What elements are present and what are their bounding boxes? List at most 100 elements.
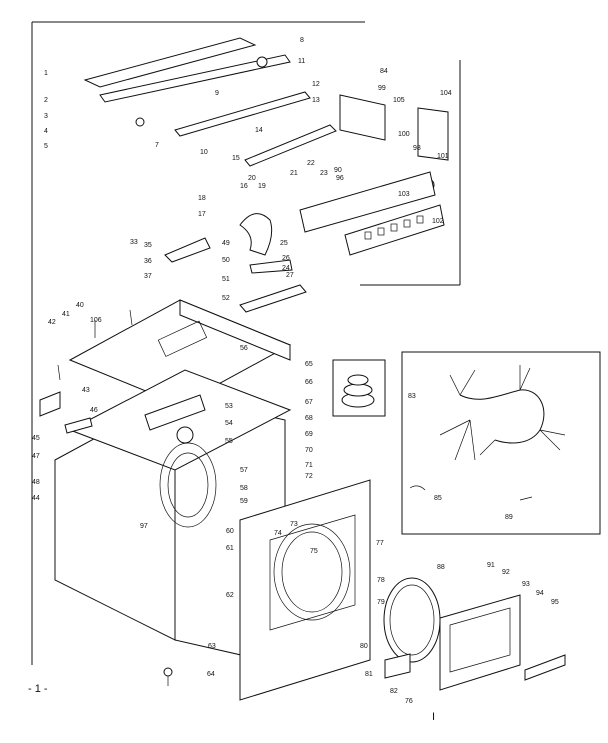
callout-71: 71	[305, 462, 313, 469]
callout-36: 36	[144, 258, 152, 265]
callout-72: 72	[305, 473, 313, 480]
callout-8: 8	[300, 37, 304, 44]
callout-60: 60	[226, 528, 234, 535]
callout-61: 61	[226, 545, 234, 552]
callout-3: 3	[44, 113, 48, 120]
callout-70: 70	[305, 447, 313, 454]
callout-57: 57	[240, 467, 248, 474]
callout-101: 101	[437, 153, 449, 160]
callout-69: 69	[305, 431, 313, 438]
callout-77: 77	[376, 540, 384, 547]
callout-47: 47	[32, 453, 40, 460]
callout-73: 73	[290, 521, 298, 528]
callout-50: 50	[222, 257, 230, 264]
callout-5: 5	[44, 143, 48, 150]
callout-52: 52	[222, 295, 230, 302]
callout-19: 19	[258, 183, 266, 190]
frame	[31, 21, 461, 665]
callout-81: 81	[365, 671, 373, 678]
callout-22: 22	[307, 160, 315, 167]
callout-64: 64	[207, 671, 215, 678]
callout-95: 95	[551, 599, 559, 606]
callout-84: 84	[380, 68, 388, 75]
callout-23: 23	[320, 170, 328, 177]
callout-44: 44	[32, 495, 40, 502]
callout-33: 33	[130, 239, 138, 246]
callout-43: 43	[82, 387, 90, 394]
callout-40: 40	[76, 302, 84, 309]
wiring-harness-inset	[401, 351, 601, 535]
callout-24: 24	[282, 265, 290, 272]
callout-17: 17	[198, 211, 206, 218]
callout-82: 82	[390, 688, 398, 695]
callout-97: 97	[140, 523, 148, 530]
callout-80: 80	[360, 643, 368, 650]
callout-75: 75	[310, 548, 318, 555]
callout-55: 55	[225, 438, 233, 445]
callout-1: 1	[44, 70, 48, 77]
callout-79: 79	[377, 599, 385, 606]
callout-78: 78	[377, 577, 385, 584]
callout-10: 10	[200, 149, 208, 156]
callout-66: 66	[305, 379, 313, 386]
left-small-parts	[39, 309, 173, 686]
callout-16: 16	[240, 183, 248, 190]
callout-88: 88	[437, 564, 445, 571]
door-assembly	[383, 577, 566, 691]
front-panel	[239, 479, 371, 701]
callout-104: 104	[440, 90, 452, 97]
callout-62: 62	[226, 592, 234, 599]
callout-103: 103	[398, 191, 410, 198]
callout-25: 25	[280, 240, 288, 247]
callout-93: 93	[522, 581, 530, 588]
callout-15: 15	[232, 155, 240, 162]
callout-41: 41	[62, 311, 70, 318]
callout-21: 21	[290, 170, 298, 177]
callout-89: 89	[505, 514, 513, 521]
callout-98: 98	[413, 145, 421, 152]
callout-26: 26	[282, 255, 290, 262]
callout-2: 2	[44, 97, 48, 104]
callout-14: 14	[255, 127, 263, 134]
callout-11: 11	[298, 58, 305, 65]
callout-46: 46	[90, 407, 98, 414]
callout-7: 7	[155, 142, 159, 149]
callout-13: 13	[312, 97, 320, 104]
callout-83: 83	[408, 393, 416, 400]
callout-51: 51	[222, 276, 230, 283]
callout-42: 42	[48, 319, 56, 326]
callout-106: 106	[90, 317, 102, 324]
callout-102: 102	[432, 218, 444, 225]
callout-76: 76	[405, 698, 413, 705]
callout-12: 12	[312, 81, 320, 88]
callout-99: 99	[378, 85, 386, 92]
corner-mark: I	[432, 711, 435, 723]
callout-49: 49	[222, 240, 230, 247]
callout-53: 53	[225, 403, 233, 410]
page-number: - 1 -	[28, 683, 48, 695]
callout-96: 96	[336, 175, 344, 182]
callout-68: 68	[305, 415, 313, 422]
callout-65: 65	[305, 361, 313, 368]
callout-59: 59	[240, 498, 248, 505]
callout-56: 56	[240, 345, 248, 352]
callout-67: 67	[305, 399, 313, 406]
callout-35: 35	[144, 242, 152, 249]
callout-27: 27	[286, 272, 294, 279]
callout-100: 100	[398, 131, 410, 138]
timer-knob	[256, 56, 268, 68]
cabinet-top	[68, 299, 292, 406]
control-panel-assembly	[83, 37, 449, 313]
callout-37: 37	[144, 273, 152, 280]
door	[439, 594, 521, 691]
callout-85: 85	[434, 495, 442, 502]
callout-92: 92	[502, 569, 510, 576]
callout-91: 91	[487, 562, 495, 569]
control-console	[344, 204, 445, 256]
callout-63: 63	[208, 643, 216, 650]
pump-inset	[332, 359, 386, 417]
callout-54: 54	[225, 420, 233, 427]
callout-45: 45	[32, 435, 40, 442]
callout-48: 48	[32, 479, 40, 486]
